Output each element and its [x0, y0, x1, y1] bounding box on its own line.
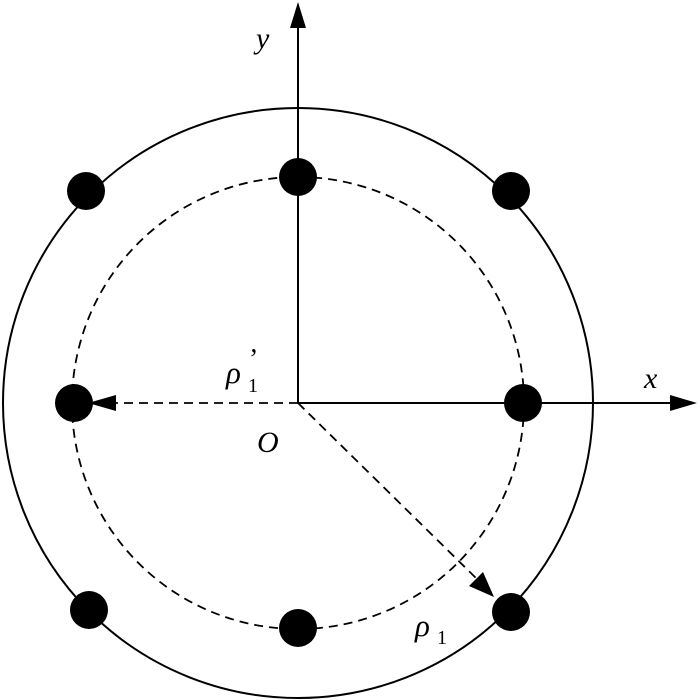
origin-label: O [257, 426, 279, 459]
rho-prime-arrowhead [88, 395, 116, 411]
dot-bottom-right [492, 593, 530, 631]
dot-right [504, 384, 542, 422]
rho-prime-subscript: 1 [248, 375, 258, 397]
rho-subscript: 1 [437, 627, 447, 649]
dot-bottom-left [70, 591, 108, 629]
rho-prime-symbol: ρ [225, 355, 241, 390]
x-axis-arrowhead [670, 395, 697, 411]
dot-bottom [279, 609, 317, 647]
dot-left [55, 384, 93, 422]
y-axis-arrowhead [290, 2, 306, 28]
dot-top [279, 158, 317, 196]
rho-arrowhead [469, 572, 494, 597]
x-axis-label: x [643, 362, 658, 395]
rho-dashed-arrow [297, 402, 479, 581]
y-axis-label: y [253, 22, 270, 55]
rho-prime-label: ρ ’ 1 [225, 344, 258, 397]
rho-prime-mark: ’ [249, 344, 258, 375]
dot-top-left [67, 172, 105, 210]
rho-symbol: ρ [414, 608, 430, 643]
dot-top-right [492, 172, 530, 210]
rho-label: ρ 1 [414, 608, 447, 649]
